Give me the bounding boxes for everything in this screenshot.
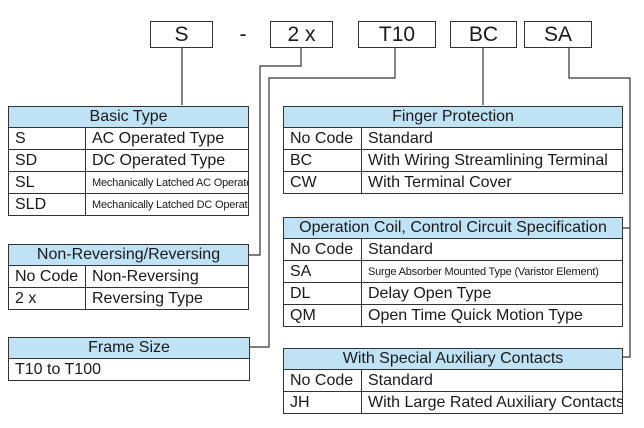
table-row: No Code Standard <box>283 369 623 392</box>
row-code: CW <box>283 171 362 194</box>
table-row: CW With Terminal Cover <box>283 171 623 194</box>
row-code: No Code <box>283 127 362 150</box>
row-desc: Non-Reversing <box>85 265 249 288</box>
table-row: JH With Large Rated Auxiliary Contacts <box>283 391 623 414</box>
table-row: BC With Wiring Streamlining Terminal <box>283 149 623 172</box>
table-row: No Code Standard <box>283 127 623 150</box>
code-box-type: S <box>150 21 213 48</box>
table-row: DL Delay Open Type <box>283 282 623 305</box>
table-row: S AC Operated Type <box>8 127 249 150</box>
row-desc: Standard <box>361 238 623 261</box>
finger-protection-table: Finger Protection No Code Standard BC Wi… <box>283 106 623 194</box>
row-desc: Mechanically Latched AC Operated Type <box>85 171 249 194</box>
row-desc: With Terminal Cover <box>361 171 623 194</box>
connector-frame-size <box>250 48 396 348</box>
table-row: 2 x Reversing Type <box>8 287 249 310</box>
row-code: SL <box>8 171 86 194</box>
finger-protection-title: Finger Protection <box>283 106 623 128</box>
row-desc: Surge Absorber Mounted Type (Varistor El… <box>361 260 623 283</box>
row-desc: DC Operated Type <box>85 149 249 172</box>
row-code: No Code <box>283 369 362 392</box>
code-separator: - <box>239 22 247 46</box>
row-desc: Open Time Quick Motion Type <box>361 304 623 327</box>
row-code: No Code <box>8 265 86 288</box>
code-box-reversing: 2 x <box>270 21 333 48</box>
basic-type-title: Basic Type <box>8 106 249 128</box>
row-desc: AC Operated Type <box>85 127 249 150</box>
row-code: JH <box>283 391 362 414</box>
code-box-frame: T10 <box>358 21 436 48</box>
coil-spec-title: Operation Coil, Control Circuit Specific… <box>283 217 623 239</box>
row-desc: With Large Rated Auxiliary Contacts <box>361 391 623 414</box>
code-box-coil: SA <box>524 21 592 48</box>
table-row: SA Surge Absorber Mounted Type (Varistor… <box>283 260 623 283</box>
connector-reversing <box>248 48 302 256</box>
aux-contacts-title: With Special Auxiliary Contacts <box>283 348 623 370</box>
row-code: DL <box>283 282 362 305</box>
basic-type-table: Basic Type S AC Operated Type SD DC Oper… <box>8 106 249 216</box>
row-code: SA <box>283 260 362 283</box>
row-desc: Mechanically Latched DC Operated Type <box>85 193 249 216</box>
connector-aux-contacts <box>622 228 631 358</box>
frame-size-title: Frame Size <box>8 337 250 359</box>
row-code: QM <box>283 304 362 327</box>
row-desc: Standard <box>361 369 623 392</box>
row-code: 2 x <box>8 287 86 310</box>
row-desc: With Wiring Streamlining Terminal <box>361 149 623 172</box>
frame-size-table: Frame Size T10 to T100 <box>8 337 250 381</box>
row-code: BC <box>283 149 362 172</box>
row-desc: Reversing Type <box>85 287 249 310</box>
frame-size-value: T10 to T100 <box>8 358 250 381</box>
table-row: QM Open Time Quick Motion Type <box>283 304 623 327</box>
row-code: SLD <box>8 193 86 216</box>
coil-spec-table: Operation Coil, Control Circuit Specific… <box>283 217 623 327</box>
table-row: No Code Non-Reversing <box>8 265 249 288</box>
table-row: No Code Standard <box>283 238 623 261</box>
code-box-finger: BC <box>450 21 517 48</box>
table-row: SD DC Operated Type <box>8 149 249 172</box>
row-code: S <box>8 127 86 150</box>
reversing-table: Non-Reversing/Reversing No Code Non-Reve… <box>8 244 249 310</box>
reversing-title: Non-Reversing/Reversing <box>8 244 249 266</box>
row-code: SD <box>8 149 86 172</box>
row-code: No Code <box>283 238 362 261</box>
aux-contacts-table: With Special Auxiliary Contacts No Code … <box>283 348 623 414</box>
row-desc: Standard <box>361 127 623 150</box>
table-row: T10 to T100 <box>8 358 250 381</box>
connector-coil-spec <box>568 48 631 229</box>
table-row: SLD Mechanically Latched DC Operated Typ… <box>8 193 249 216</box>
table-row: SL Mechanically Latched AC Operated Type <box>8 171 249 194</box>
row-desc: Delay Open Type <box>361 282 623 305</box>
